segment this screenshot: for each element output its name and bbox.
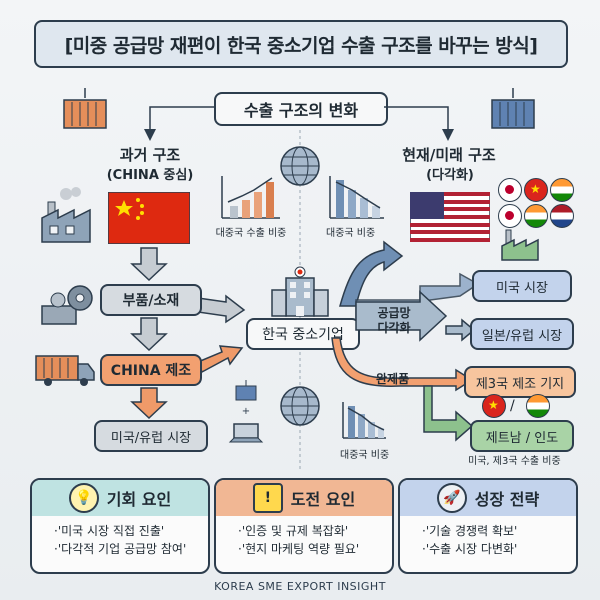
netherlands-flag-icon [550,204,574,228]
factory-icon [41,187,91,243]
building-icon [271,266,329,317]
parts-box: 부품/소재 [100,284,202,316]
list-item: ·'미국 시장 직접 진출' [54,524,165,538]
footer-text: KOREA SME EXPORT INSIGHT [214,580,386,593]
growth-strategy-title: 성장 전략 [474,490,540,509]
list-item: ·'수출 시장 다변화' [422,542,518,556]
list-item: ·'기술 경쟁력 확보' [422,524,518,538]
us-flag-icon [410,192,490,242]
japan-flag-icon [498,204,522,228]
container-laptop-icon: + [228,380,264,443]
japan-flag-icon [498,178,522,202]
section-header: 수출 구조의 변화 [214,92,388,126]
past-subheading: (CHINA 중심) [106,168,194,183]
flag-separator: / [510,398,515,414]
diversify-label: 공급망 다각화 [377,306,411,335]
challenge-card: ! 도전 요인 ·'인증 및 규제 복잡화' ·'현지 마케팅 역량 필요' [214,478,394,574]
india-flag-icon [524,204,548,228]
globe-icon [280,146,320,186]
globe-icon [280,386,320,426]
india-flag-icon [526,394,550,418]
rising-bar-chart-icon [221,176,280,219]
past-market-box: 미국/유럽 시장 [94,420,208,452]
third-country-base-box: 제3국 제조 기지 [464,366,576,398]
list-item: ·'다각적 기업 공급망 참여' [54,542,187,556]
list-item: ·'인증 및 규제 복잡화' [238,524,349,538]
growth-strategy-card: 🚀 성장 전략 ·'기술 경쟁력 확보' ·'수출 시장 다변화' [398,478,578,574]
japan-eu-market-box: 일본/유럽 시장 [470,318,574,350]
gear-icon [41,285,93,325]
rocket-icon: 🚀 [436,483,467,513]
center-top-chart-label: 대중국 비중 [326,228,376,239]
lightbulb-icon: 💡 [68,483,99,513]
vietnam-india-box: 제트남 / 인도 [470,420,574,452]
past-chart-label: 대중국 수출 비중 [215,228,287,239]
page-title: [미중 공급망 재편이 한국 중소기업 수출 구조를 바꾸는 방식] [34,20,568,68]
us-market-box: 미국 시장 [472,270,572,302]
challenge-title: 도전 요인 [290,490,356,509]
opportunity-title: 기회 요인 [106,490,172,509]
list-item: ·'현지 마케팅 역량 필요' [238,542,360,556]
svg-text:+: + [242,406,250,417]
vietnam-flag-icon: ★ [482,394,506,418]
center-bottom-chart-label: 대중국 비중 [340,450,390,461]
china-manufacture-box: CHINA 제조 [100,354,202,386]
india-flag-icon [550,178,574,202]
truck-icon [35,355,95,386]
shipping-container-icon [63,88,107,129]
shipping-container-icon [491,88,535,129]
korea-sme-box: 한국 중소기업 [246,318,360,350]
warning-icon: ! [252,483,283,513]
opportunity-card: 💡 기회 요인 ·'미국 시장 직접 진출' ·'다각적 기업 공급망 참여' [30,478,210,574]
china-flag-icon [108,192,190,244]
vietnam-flag-icon: ★ [524,178,548,202]
past-heading: 과거 구조 [119,146,181,164]
future-heading: 현재/미래 구조 [402,146,496,164]
declining-bar-chart-icon [329,176,384,219]
finished-goods-label: 완제품 [376,372,410,386]
factory-icon [501,229,539,261]
vietnam-india-note: 미국, 제3국 수출 비중 [468,456,561,467]
future-subheading: (다각화) [426,168,474,183]
declining-bar-chart-icon [342,402,386,439]
